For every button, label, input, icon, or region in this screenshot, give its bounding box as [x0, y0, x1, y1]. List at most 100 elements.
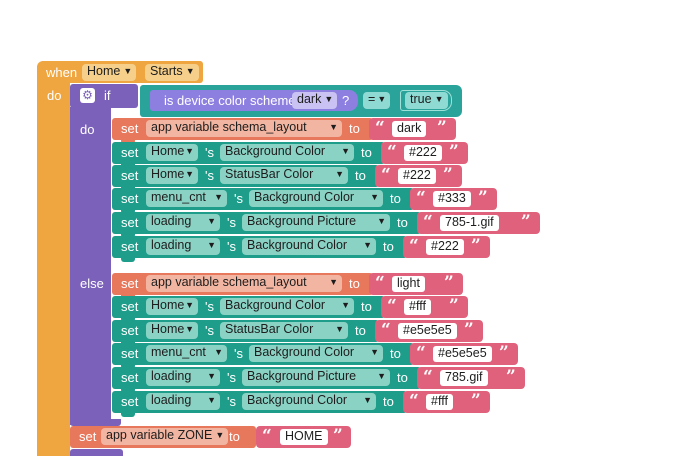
quote-open-icon: “: [381, 165, 391, 185]
to-label: to: [383, 394, 394, 409]
component-dropdown[interactable]: menu_cnt▼: [146, 190, 227, 207]
component-dropdown[interactable]: loading▼: [146, 393, 220, 410]
event-component-dropdown[interactable]: Home▼: [82, 64, 137, 81]
string-block[interactable]: “#333”: [410, 188, 497, 210]
zone-string-block[interactable]: “ HOME ”: [256, 426, 351, 448]
string-value[interactable]: #e5e5e5: [433, 346, 492, 362]
set-label: set: [121, 299, 139, 314]
set-label: set: [121, 346, 139, 361]
string-value[interactable]: 785-1.gif: [440, 215, 499, 231]
component-dropdown[interactable]: Home▼: [146, 144, 198, 161]
chevron-down-icon: ▼: [329, 122, 338, 132]
property-dropdown[interactable]: StatusBar Color▼: [220, 322, 348, 339]
property-value: Background Color: [225, 144, 326, 158]
string-value[interactable]: light: [392, 276, 425, 292]
set-label: set: [121, 168, 139, 183]
string-value[interactable]: #fff: [426, 394, 453, 410]
event-component-value: Home: [87, 64, 121, 78]
block-connector: [121, 317, 135, 322]
component-dropdown[interactable]: Home▼: [146, 322, 198, 339]
string-value[interactable]: dark: [392, 121, 427, 137]
quote-close-icon: ”: [444, 273, 454, 293]
property-value: Background Color: [254, 345, 355, 359]
event-name-dropdown[interactable]: Starts▼: [145, 64, 199, 81]
component-dropdown[interactable]: Home▼: [146, 167, 198, 184]
property-dropdown[interactable]: Background Color▼: [242, 238, 376, 255]
component-dropdown[interactable]: loading▼: [146, 214, 220, 231]
quote-open-icon: “: [375, 273, 385, 293]
zone-string-value[interactable]: HOME: [280, 429, 328, 445]
quote-open-icon: “: [409, 391, 419, 411]
chevron-down-icon: ▼: [207, 216, 216, 226]
string-value[interactable]: #222: [398, 168, 436, 184]
boolean-dropdown[interactable]: true▼: [405, 92, 448, 109]
component-dropdown[interactable]: loading▼: [146, 369, 220, 386]
property-dropdown[interactable]: Background Color▼: [249, 345, 383, 362]
when-label: when: [46, 65, 78, 80]
string-value[interactable]: #222: [404, 145, 442, 161]
property-dropdown[interactable]: Background Picture▼: [242, 369, 390, 386]
set-label: set: [121, 394, 139, 409]
chevron-down-icon: ▼: [215, 430, 225, 440]
possessive-label: 's: [227, 370, 236, 385]
if-else-block-bottom: [70, 419, 121, 426]
string-block[interactable]: “#fff”: [403, 391, 490, 413]
then-do-label: do: [80, 122, 95, 137]
property-value: Background Picture: [247, 369, 357, 383]
string-block[interactable]: “ light ”: [369, 273, 463, 295]
chevron-down-icon: ▼: [377, 94, 387, 104]
boolean-value: true: [410, 92, 432, 106]
event-do-label: do: [47, 88, 62, 103]
possessive-label: 's: [227, 215, 236, 230]
string-block[interactable]: “785.gif”: [417, 367, 525, 389]
string-block[interactable]: “#222”: [381, 142, 468, 164]
chevron-down-icon: ▼: [185, 300, 194, 310]
component-value: loading: [151, 393, 192, 407]
component-dropdown[interactable]: Home▼: [146, 298, 198, 315]
component-dropdown[interactable]: menu_cnt▼: [146, 345, 227, 362]
string-value[interactable]: #fff: [404, 299, 431, 315]
scheme-dropdown[interactable]: dark▼: [292, 92, 338, 109]
string-block[interactable]: “#222”: [403, 236, 490, 258]
string-block[interactable]: “dark”: [369, 118, 456, 140]
component-dropdown[interactable]: loading▼: [146, 238, 220, 255]
set-label: set: [121, 191, 139, 206]
operator-value: =: [368, 92, 376, 106]
else-label: else: [80, 276, 104, 291]
property-dropdown[interactable]: Background Color▼: [242, 393, 376, 410]
string-value[interactable]: 785.gif: [440, 370, 488, 386]
device-color-scheme-label: is device color scheme: [164, 93, 296, 108]
gear-icon[interactable]: ⚙: [80, 88, 95, 103]
set-label: set: [121, 239, 139, 254]
set-label: set: [121, 215, 139, 230]
property-dropdown[interactable]: StatusBar Color▼: [220, 167, 348, 184]
string-value[interactable]: #333: [433, 191, 471, 207]
string-block[interactable]: “785-1.gif”: [417, 212, 540, 234]
chevron-down-icon: ▼: [123, 66, 133, 76]
property-dropdown[interactable]: Background Picture▼: [242, 214, 390, 231]
string-block[interactable]: “#222”: [375, 165, 462, 187]
event-name-value: Starts: [150, 64, 183, 78]
set-label: set: [121, 370, 139, 385]
string-value[interactable]: #e5e5e5: [398, 323, 457, 339]
property-value: Background Color: [247, 238, 348, 252]
string-block[interactable]: “#fff”: [381, 296, 468, 318]
property-dropdown[interactable]: Background Color▼: [249, 190, 383, 207]
string-value[interactable]: #222: [426, 239, 464, 255]
chevron-down-icon: ▼: [185, 66, 195, 76]
block-connector: [121, 257, 135, 262]
chevron-down-icon: ▼: [329, 277, 338, 287]
block-connector: [121, 364, 135, 369]
chevron-down-icon: ▼: [335, 324, 344, 334]
event-block-body: [37, 80, 70, 456]
string-block[interactable]: “#e5e5e5”: [375, 320, 483, 342]
variable-dropdown[interactable]: app variable schema_layout▼: [146, 275, 342, 292]
property-dropdown[interactable]: Background Color▼: [220, 144, 354, 161]
property-value: Background Color: [254, 190, 355, 204]
possessive-label: 's: [234, 346, 243, 361]
zone-variable-dropdown[interactable]: app variable ZONE▼: [101, 428, 229, 445]
string-block[interactable]: “#e5e5e5”: [410, 343, 518, 365]
property-dropdown[interactable]: Background Color▼: [220, 298, 354, 315]
operator-dropdown[interactable]: =▼: [363, 92, 391, 109]
variable-dropdown[interactable]: app variable schema_layout▼: [146, 120, 342, 137]
